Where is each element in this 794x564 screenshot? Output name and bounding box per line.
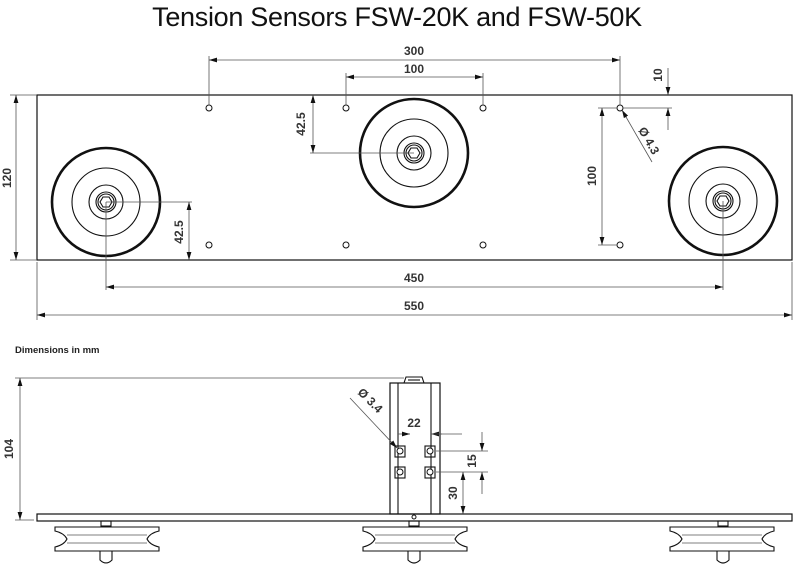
pulley-side-right	[669, 520, 775, 564]
dim-label: 100	[404, 62, 424, 76]
mounting-holes	[205, 104, 624, 249]
dim-label: 120	[0, 168, 14, 188]
dim-label: 15	[465, 454, 479, 468]
dim-label: 104	[2, 439, 16, 459]
dim-30: 30	[446, 472, 466, 514]
top-view: 300 100 120 42.5 42.5	[0, 44, 793, 320]
dim-550: 550	[37, 299, 792, 318]
dim-label: 30	[446, 486, 460, 500]
dim-label: 450	[404, 271, 424, 285]
dim-label: Ø 3.4	[355, 385, 386, 416]
dim-label: 550	[404, 299, 424, 313]
dim-label: 42.5	[172, 220, 186, 244]
dim-100-horizontal: 100	[345, 62, 484, 105]
hole	[479, 104, 487, 112]
hole	[205, 104, 213, 112]
hole	[342, 104, 350, 112]
dim-15: 15	[436, 432, 488, 494]
dim-label: 100	[585, 166, 599, 186]
drawing-title: Tension Sensors FSW-20K and FSW-50K	[152, 2, 642, 32]
dim-label: 42.5	[294, 112, 308, 136]
dim-104: 104	[2, 377, 404, 521]
dim-hole-diameter: Ø 4.3	[621, 109, 662, 163]
dim-10: 10	[623, 68, 672, 130]
dim-42-5-left: 42.5	[106, 201, 192, 260]
dim-22: 22	[398, 416, 462, 437]
hole	[616, 241, 624, 249]
units-note: Dimensions in mm	[15, 345, 100, 356]
dim-label: 22	[407, 416, 421, 430]
dim-label: 300	[404, 44, 424, 58]
dim-120: 120	[0, 94, 37, 261]
pulley-side-left	[54, 520, 160, 564]
side-view: 104 Ø 3.4 22 15 30	[2, 376, 793, 564]
dim-42-5-center: 42.5	[294, 95, 414, 154]
dim-300: 300	[208, 44, 621, 105]
pulley-side-center	[362, 520, 468, 564]
base-plate-outline	[36, 94, 793, 261]
hole	[205, 241, 213, 249]
sensor-post	[389, 376, 441, 520]
dim-label: 10	[651, 68, 665, 82]
dim-450: 450	[106, 271, 723, 290]
hole	[479, 241, 487, 249]
hole	[342, 241, 350, 249]
dim-100-vertical: 100	[585, 107, 617, 246]
